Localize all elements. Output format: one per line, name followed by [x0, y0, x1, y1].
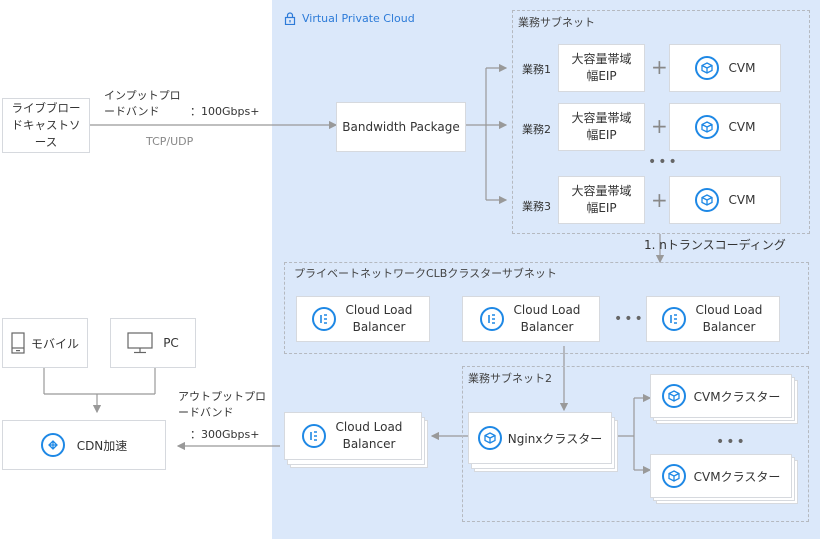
- mobile-client: モバイル: [2, 318, 88, 368]
- cvm-cluster-1: CVMクラスター: [650, 374, 792, 418]
- business-subnet-2-title: 業務サブネット2: [468, 372, 552, 385]
- input-bandwidth-label: インプットプロードバンド: [104, 89, 181, 118]
- nginx-cluster: Nginxクラスター: [468, 412, 612, 464]
- vpc-title: Virtual Private Cloud: [284, 8, 415, 28]
- business-row-1-cvm: CVM: [669, 44, 781, 92]
- cdn-icon: [40, 433, 65, 457]
- cvm-cluster-2: CVMクラスター: [650, 454, 792, 498]
- load-balancer-icon: [480, 307, 504, 331]
- plus-sign: +: [651, 188, 668, 212]
- clb-3-label: Cloud Load Balancer: [695, 303, 763, 334]
- bandwidth-package: Bandwidth Package: [336, 102, 466, 152]
- cvm-icon: [477, 426, 502, 450]
- pc-client: PC: [110, 318, 196, 368]
- business-row-1-name: 業務1: [522, 63, 551, 76]
- business-row-3-eip: 大容量帯域幅EIP: [558, 176, 645, 224]
- plus-sign: +: [651, 55, 668, 79]
- clb-subnet-title: プライベートネットワークCLBクラスターサブネット: [294, 267, 557, 280]
- cvm-icon: [694, 115, 719, 139]
- cvm-icon: [661, 384, 686, 408]
- clb-2: Cloud Load Balancer: [462, 296, 600, 342]
- cvm-icon: [661, 464, 686, 488]
- lock-icon: [284, 11, 296, 25]
- cvm-cluster-1-label: CVMクラスター: [693, 389, 781, 404]
- business-row-3-name: 業務3: [522, 200, 551, 213]
- load-balancer-icon: [302, 424, 326, 448]
- business-subnet-title: 業務サブネット: [518, 16, 595, 29]
- output-clb-label: Cloud Load Balancer: [335, 420, 403, 451]
- business-ellipsis: •••: [648, 154, 679, 170]
- business-row-2-name: 業務2: [522, 123, 551, 136]
- business-row-3-cvm: CVM: [669, 176, 781, 224]
- load-balancer-icon: [312, 307, 336, 331]
- live-broadcast-source: ライブブロードキャストソース: [2, 98, 90, 153]
- clb-2-label: Cloud Load Balancer: [513, 303, 581, 334]
- cvm-cluster-ellipsis: •••: [716, 434, 747, 450]
- clb-1-label: Cloud Load Balancer: [345, 303, 413, 334]
- pc-label: PC: [163, 336, 179, 350]
- cdn-acceleration: CDN加速: [2, 420, 166, 470]
- plus-sign: +: [651, 114, 668, 138]
- business-subnet-2: [462, 366, 809, 522]
- cdn-label: CDN加速: [76, 438, 128, 453]
- business-row-2-cvm: CVM: [669, 103, 781, 151]
- live-broadcast-source-label: ライブブロードキャストソース: [11, 101, 81, 149]
- nginx-cluster-label: Nginxクラスター: [507, 431, 603, 446]
- output-bandwidth-value: ：300Gbps+: [190, 428, 260, 441]
- cvm-cluster-2-label: CVMクラスター: [693, 469, 781, 484]
- load-balancer-icon: [662, 307, 686, 331]
- mobile-label: モバイル: [30, 336, 79, 351]
- vpc-title-text: Virtual Private Cloud: [302, 11, 415, 25]
- business-row-1-eip: 大容量帯域幅EIP: [558, 44, 645, 92]
- output-bandwidth-label: アウトプットプロードバンド: [178, 390, 266, 419]
- clb-1: Cloud Load Balancer: [296, 296, 430, 342]
- cvm-icon: [694, 188, 719, 212]
- bandwidth-package-label: Bandwidth Package: [342, 120, 460, 134]
- input-protocol: TCP/UDP: [146, 135, 194, 148]
- mobile-icon: [11, 332, 25, 354]
- monitor-icon: [127, 332, 153, 354]
- output-clb: Cloud Load Balancer: [284, 412, 422, 460]
- business-row-2-eip: 大容量帯域幅EIP: [558, 103, 645, 151]
- clb-ellipsis: •••: [614, 311, 645, 327]
- business-subnet: [512, 10, 810, 234]
- transcode-label: 1. nトランスコーディング: [644, 238, 786, 252]
- cvm-icon: [694, 56, 719, 80]
- input-bandwidth-value: ：100Gbps+: [190, 105, 260, 118]
- clb-3: Cloud Load Balancer: [646, 296, 780, 342]
- clb-subnet: [284, 262, 809, 354]
